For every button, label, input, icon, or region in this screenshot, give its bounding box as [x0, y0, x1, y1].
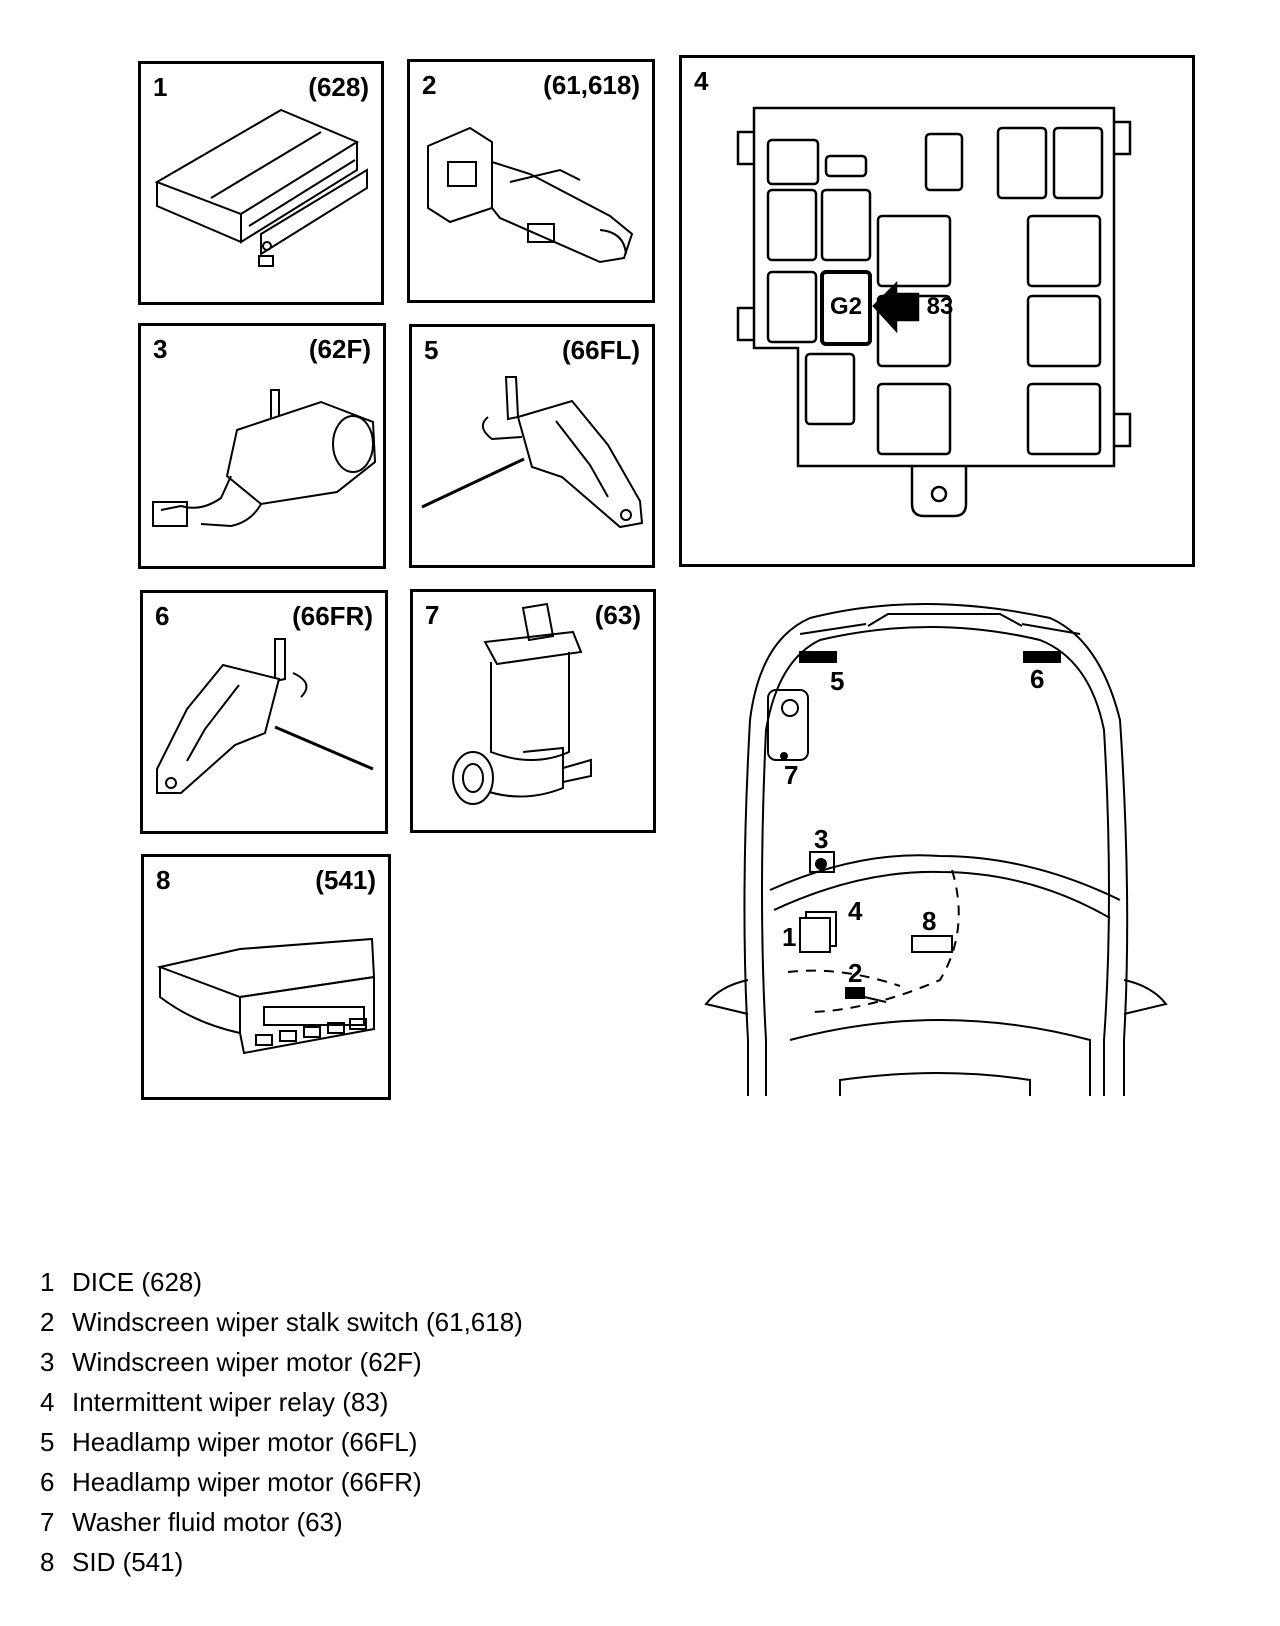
legend-item: 2 Windscreen wiper stalk switch (61,618)	[40, 1302, 523, 1342]
legend-number: 8	[40, 1547, 55, 1577]
legend-text: Intermittent wiper relay (83)	[72, 1387, 389, 1417]
stalk-switch-illustration	[427, 126, 634, 264]
legend-item: 8 SID (541)	[40, 1542, 523, 1582]
component-panel-sid: 8 (541)	[141, 854, 391, 1100]
component-panel-headlamp-wiper-right: 6 (66FR)	[140, 590, 388, 834]
callout-6: 6	[1030, 664, 1044, 694]
callout-4: 4	[848, 896, 863, 926]
legend-number: 4	[40, 1387, 55, 1417]
legend-text: Headlamp wiper motor (66FL)	[72, 1427, 418, 1457]
panel-code: (61,618)	[543, 70, 640, 100]
fuse-slot-label: G2	[830, 293, 862, 320]
panel-number: 6	[155, 601, 170, 631]
component-legend: 1 DICE (628) 2 Windscreen wiper stalk swit…	[40, 1262, 523, 1582]
legend-text: DICE (628)	[72, 1267, 203, 1297]
fuse-box-illustration: G2 83	[736, 106, 1132, 518]
panel-code: (62F)	[308, 334, 371, 364]
sid-display-illustration	[156, 937, 376, 1055]
panel-code: (66FR)	[292, 601, 373, 631]
panel-code: (63)	[594, 600, 641, 630]
legend-item: 4 Intermittent wiper relay (83)	[40, 1382, 523, 1422]
legend-number: 5	[40, 1427, 55, 1457]
panel-number: 7	[425, 600, 440, 630]
component-panel-fuse-box: 4 G2 83	[679, 55, 1195, 567]
legend-item: 5 Headlamp wiper motor (66FL)	[40, 1422, 523, 1462]
panel-number: 4	[694, 66, 709, 96]
panel-code: (628)	[308, 72, 369, 102]
component-panel-wiper-motor: 3 (62F)	[138, 323, 386, 569]
headlamp-wiper-left-illustration	[421, 376, 644, 529]
panel-number: 2	[422, 70, 437, 100]
legend-text: Washer fluid motor (63)	[72, 1507, 343, 1537]
legend-item: 6 Headlamp wiper motor (66FR)	[40, 1462, 523, 1502]
panel-code: (66FL)	[562, 335, 640, 365]
dice-module-illustration	[154, 108, 368, 267]
panel-number: 8	[156, 865, 171, 895]
callout-3: 3	[814, 824, 828, 854]
legend-text: Windscreen wiper stalk switch (61,618)	[72, 1307, 523, 1337]
relay-number-label: 83	[927, 293, 954, 320]
legend-number: 6	[40, 1467, 55, 1497]
panel-number: 1	[153, 72, 168, 102]
legend-number: 3	[40, 1347, 55, 1377]
legend-item: 3 Windscreen wiper motor (62F)	[40, 1342, 523, 1382]
car-location-overview: 1 2 3 4 5 6 7 8	[704, 603, 1168, 1096]
panel-number: 5	[424, 335, 439, 365]
legend-number: 1	[40, 1267, 55, 1297]
component-panel-dice: 1 (628)	[138, 61, 384, 305]
legend-number: 2	[40, 1307, 55, 1337]
callout-1: 1	[782, 922, 796, 952]
panel-number: 3	[153, 334, 168, 364]
legend-text: Windscreen wiper motor (62F)	[72, 1347, 422, 1377]
component-panel-stalk-switch: 2 (61,618)	[407, 59, 655, 303]
legend-number: 7	[40, 1507, 55, 1537]
washer-pump-illustration	[452, 602, 592, 805]
legend-text: Headlamp wiper motor (66FR)	[72, 1467, 422, 1497]
component-panel-washer-pump: 7 (63)	[410, 589, 656, 833]
legend-item: 1 DICE (628)	[40, 1262, 523, 1302]
legend-item: 7 Washer fluid motor (63)	[40, 1502, 523, 1542]
callout-7: 7	[784, 760, 798, 790]
callout-2: 2	[848, 958, 862, 988]
component-panel-headlamp-wiper-left: 5 (66FL)	[409, 324, 655, 568]
callout-8: 8	[922, 906, 936, 936]
wiper-motor-illustration	[152, 389, 377, 528]
callout-5: 5	[830, 666, 844, 696]
legend-text: SID (541)	[72, 1547, 184, 1577]
headlamp-wiper-right-illustration	[156, 638, 374, 794]
panel-code: (541)	[315, 865, 376, 895]
